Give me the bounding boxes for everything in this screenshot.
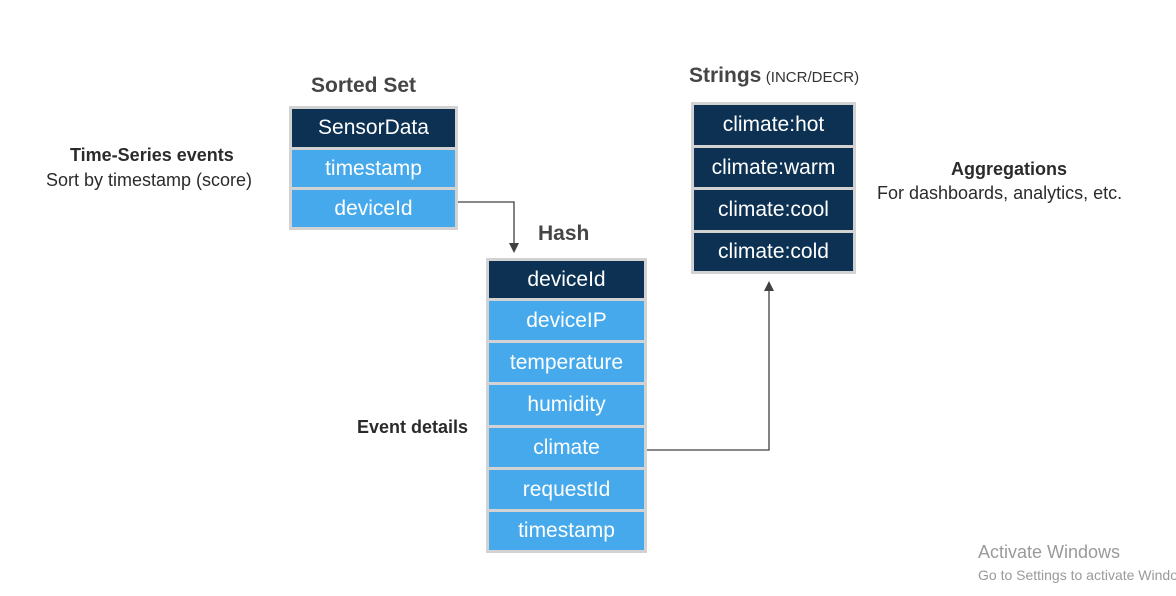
- string-key: climate:hot: [694, 105, 853, 145]
- hash-field: requestId: [489, 470, 644, 509]
- watermark-caption: Go to Settings to activate Windows.: [978, 567, 1176, 583]
- hash-field: deviceIP: [489, 301, 644, 340]
- sorted-set-score-field: timestamp: [292, 150, 455, 187]
- strings-box: climate:hot climate:warm climate:cool cl…: [691, 102, 856, 274]
- strings-title-group: Strings (INCR/DECR): [689, 64, 859, 88]
- hash-field: temperature: [489, 343, 644, 382]
- sorted-set-to-hash-arrow: [458, 201, 519, 253]
- hash-box: deviceId deviceIP temperature humidity c…: [486, 258, 647, 553]
- sorted-set-member-field: deviceId: [292, 190, 455, 227]
- sorted-set-title: Sorted Set: [311, 74, 417, 97]
- watermark-title: Activate Windows: [978, 542, 1121, 562]
- hash-field: humidity: [489, 385, 644, 425]
- aggregations-caption: For dashboards, analytics, etc.: [877, 183, 1123, 203]
- strings-title: Strings: [689, 64, 762, 87]
- string-key: climate:warm: [694, 148, 853, 187]
- sorted-set-box: SensorData timestamp deviceId: [289, 106, 458, 230]
- hash-field-climate: climate: [489, 428, 644, 467]
- string-key: climate:cool: [694, 190, 853, 230]
- strings-subtitle: (INCR/DECR): [765, 69, 860, 86]
- event-details-label: Event details: [357, 417, 469, 437]
- aggregations-heading: Aggregations: [951, 159, 1068, 179]
- hash-to-strings-arrow: [647, 281, 774, 451]
- hash-field: timestamp: [489, 512, 644, 550]
- hash-title: Hash: [538, 222, 590, 245]
- time-series-heading: Time-Series events: [70, 145, 234, 165]
- hash-key: deviceId: [489, 261, 644, 298]
- time-series-caption: Sort by timestamp (score): [46, 170, 253, 190]
- sorted-set-key: SensorData: [292, 109, 455, 147]
- string-key: climate:cold: [694, 233, 853, 271]
